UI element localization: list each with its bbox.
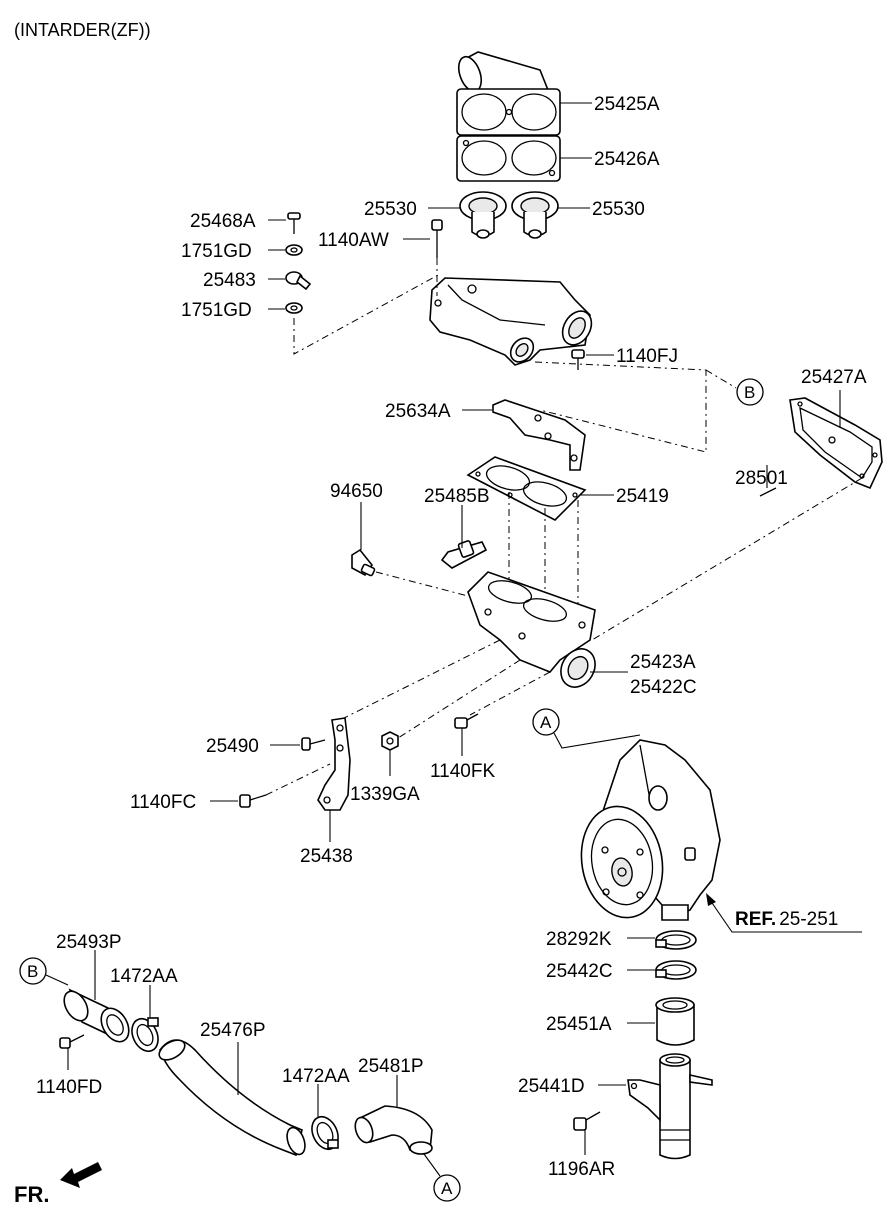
label-1140FD: 1140FD — [36, 1077, 102, 1098]
bolt-25468A-part[interactable] — [287, 212, 301, 234]
thermostat-cover-gasket-part[interactable] — [456, 135, 561, 182]
label-25423A: 25423A — [630, 652, 696, 673]
label-25419: 25419 — [616, 486, 669, 507]
bolt-1140AW-part[interactable] — [431, 219, 443, 258]
label-25530-right: 25530 — [592, 199, 645, 220]
housing-gasket-25419-part[interactable] — [466, 456, 587, 521]
bracket-25438-part[interactable] — [317, 717, 351, 811]
label-25485B: 25485B — [424, 486, 490, 507]
label-28501: 28501 — [735, 468, 788, 489]
bolt-1196AR-part[interactable] — [573, 1111, 601, 1131]
label-1196AR: 1196AR — [548, 1159, 615, 1180]
front-label: FR. — [14, 1182, 49, 1207]
water-pump-part[interactable] — [573, 739, 721, 924]
stud-28501-part[interactable] — [759, 487, 777, 497]
clamp-1472AA-top-part[interactable] — [127, 1015, 163, 1056]
washer-1751GD-top-part[interactable] — [285, 244, 303, 256]
clamp-1472AA-bottom-part[interactable] — [307, 1113, 343, 1154]
label-25426A: 25426A — [594, 149, 660, 170]
diagram-title: (INTARDER(ZF)) — [14, 20, 151, 40]
label-25422C: 25422C — [630, 677, 697, 698]
cover-gasket-25427A-part[interactable] — [789, 397, 883, 490]
thermostat-cover-part[interactable] — [454, 51, 561, 136]
label-1339GA: 1339GA — [350, 784, 420, 805]
reference-arrow-icon — [706, 893, 862, 933]
thermostat-left-part[interactable] — [459, 191, 507, 239]
label-25427A: 25427A — [801, 367, 867, 388]
thermostat-housing-upper-part[interactable] — [429, 277, 597, 366]
hose-25493P-part[interactable] — [59, 987, 134, 1046]
label-1751GD-bottom: 1751GD — [181, 300, 252, 321]
label-25438: 25438 — [300, 846, 353, 867]
pipe-25441D-part[interactable] — [627, 1053, 713, 1160]
bolt-1140FD-part[interactable] — [59, 1034, 85, 1049]
svg-text:A: A — [441, 1179, 453, 1198]
label-1751GD-top: 1751GD — [181, 241, 252, 262]
label-1140FC: 1140FC — [130, 792, 196, 813]
banjo-fitting-25483-part[interactable] — [285, 271, 312, 291]
svg-text:B: B — [27, 962, 38, 981]
hose-25451A-part[interactable] — [655, 997, 695, 1046]
label-94650: 94650 — [330, 481, 383, 502]
label-25468A: 25468A — [190, 211, 256, 232]
label-25490: 25490 — [206, 736, 259, 757]
label-28292K: 28292K — [546, 929, 612, 950]
label-25451A: 25451A — [546, 1014, 612, 1035]
label-25481P: 25481P — [358, 1056, 424, 1077]
label-1140FJ: 1140FJ — [616, 346, 678, 367]
bolt-1140FJ-part[interactable] — [571, 349, 585, 370]
label-1140FK: 1140FK — [430, 761, 495, 782]
label-25442C: 25442C — [546, 961, 613, 982]
hose-25476P-part[interactable] — [156, 1036, 308, 1157]
washer-1751GD-bottom-part[interactable] — [285, 302, 303, 314]
label-25441D: 25441D — [518, 1076, 585, 1097]
label-25476P: 25476P — [200, 1020, 266, 1041]
bolt-25490-part[interactable] — [301, 737, 326, 751]
sensor-94650-part[interactable] — [351, 548, 376, 577]
callout-a-hose: A — [433, 1174, 461, 1202]
label-1140AW: 1140AW — [318, 230, 389, 251]
label-25634A: 25634A — [385, 401, 451, 422]
clamp-28292K-part[interactable] — [655, 930, 697, 950]
label-1472AA-top: 1472AA — [110, 966, 178, 987]
fitting-25485B-part[interactable] — [440, 540, 488, 569]
reference-link[interactable]: REF.25-251 — [735, 909, 838, 930]
label-25493P: 25493P — [56, 932, 122, 953]
label-25483: 25483 — [203, 270, 256, 291]
label-1472AA-bottom: 1472AA — [282, 1066, 350, 1087]
svg-text:B: B — [744, 383, 755, 402]
label-25425A: 25425A — [594, 94, 660, 115]
nut-1339GA-part[interactable] — [381, 731, 399, 751]
bolt-1140FC-part[interactable] — [239, 794, 267, 808]
hose-25481P-part[interactable] — [352, 1105, 433, 1155]
thermostat-right-part[interactable] — [511, 191, 559, 239]
bolt-1140FK-part[interactable] — [454, 713, 479, 729]
callout-b-top: B — [736, 378, 764, 406]
thermostat-housing-lower-part[interactable] — [467, 571, 602, 693]
front-arrow-icon — [60, 1162, 102, 1188]
label-25530-left: 25530 — [364, 199, 417, 220]
callout-b-bottom: B — [19, 957, 47, 985]
callout-a-pump: A — [532, 708, 560, 736]
bracket-25634A-part[interactable] — [492, 399, 586, 471]
svg-text:A: A — [540, 713, 552, 732]
clamp-25442C-part[interactable] — [655, 960, 697, 980]
